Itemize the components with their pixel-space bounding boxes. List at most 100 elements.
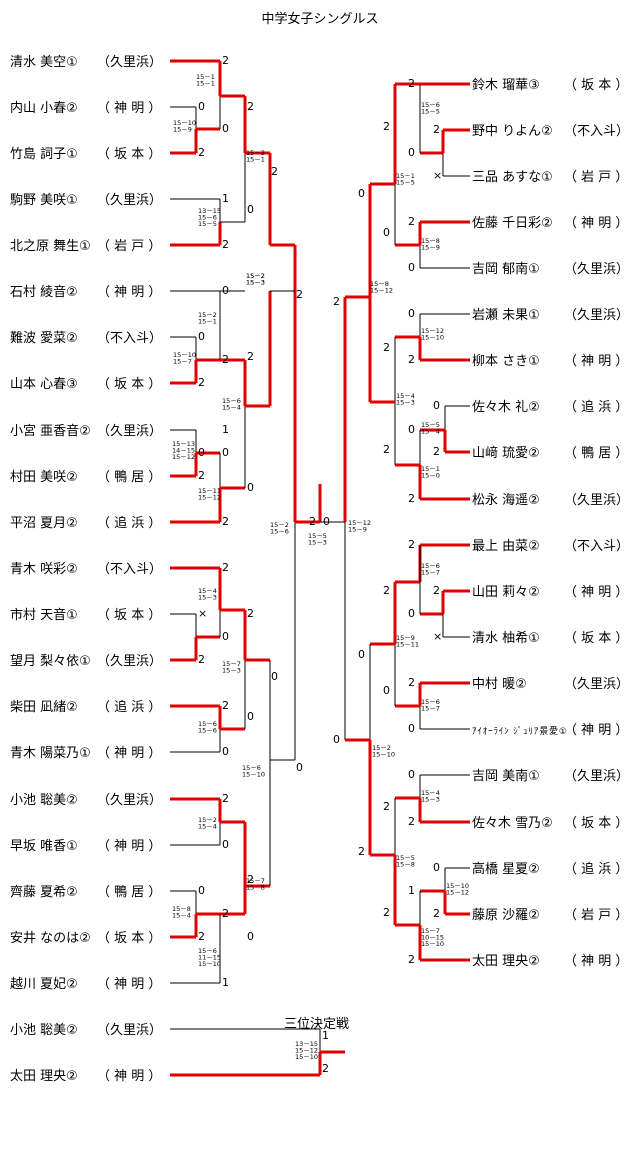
match-result: 0	[222, 122, 229, 135]
game-score: 15－5	[421, 108, 440, 116]
match-result: 0	[433, 399, 440, 412]
player-school: （ 坂 本 ）	[97, 931, 161, 946]
game-score: 15－10	[242, 771, 265, 779]
player-name: 佐々木 雪乃②	[472, 816, 553, 831]
game-score: 15－8	[421, 237, 440, 245]
game-score: 15－12	[446, 889, 469, 897]
player-name: 佐藤 千日彩②	[472, 216, 553, 231]
match-result: 2	[408, 77, 415, 90]
player-school: （久里浜）	[564, 262, 629, 277]
player-school: （久里浜）	[97, 1023, 162, 1038]
player-name: ｱｲｵｰﾗｲﾝ ｼﾞｭﾘｱ景愛①	[472, 725, 567, 737]
player-name: 内山 小春②	[10, 100, 78, 116]
player-name: 駒野 美咲①	[10, 192, 78, 208]
game-score: 15－12	[348, 519, 371, 527]
game-score: 15－6	[421, 562, 440, 570]
player-name: 小池 聡美②	[10, 793, 78, 808]
player-name: 村田 美咲②	[10, 469, 78, 485]
match-result: 1	[222, 192, 229, 205]
game-score: 15－1	[421, 465, 440, 473]
game-score: 15－9	[348, 526, 367, 534]
player-school: （ 岩 戸 ）	[564, 908, 628, 923]
game-score: 15－11	[198, 487, 221, 495]
game-score: 15－6	[242, 764, 261, 772]
player-name: 難波 愛菜②	[10, 331, 78, 346]
player-name: 松永 海遥②	[472, 493, 540, 508]
match-result: 0	[198, 446, 205, 459]
player-name: 岩瀬 未果①	[472, 308, 540, 323]
match-result: 2	[383, 120, 390, 133]
match-result: 0	[247, 481, 254, 494]
game-score: 15－8	[246, 884, 265, 892]
player-school: （ 岩 戸 ）	[564, 170, 628, 185]
match-result: 0	[408, 722, 415, 735]
game-score: 10－15	[421, 934, 444, 942]
player-school: （ 神 明 ）	[97, 839, 161, 854]
player-school: （久里浜）	[97, 654, 162, 669]
player-school: （ 岩 戸 ）	[97, 239, 161, 254]
player-name: 清水 柚希①	[472, 631, 540, 646]
match-result: 0	[323, 515, 330, 528]
match-result: 1	[322, 1029, 329, 1042]
match-result: 0	[222, 630, 229, 643]
player-name: 竹島 詞子①	[10, 147, 78, 162]
player-name: 吉岡 郁南①	[472, 261, 540, 277]
game-score: 15－1	[196, 80, 215, 88]
match-result: 2	[433, 907, 440, 920]
match-result: 0	[296, 761, 303, 774]
game-score: 15－10	[372, 751, 395, 759]
game-score: 15－3	[396, 399, 415, 407]
game-score: 15－10	[295, 1053, 318, 1061]
game-score: 15－10	[198, 960, 221, 968]
game-score: 15－2	[246, 272, 265, 280]
game-score: 15－9	[396, 634, 415, 642]
match-result: 2	[408, 538, 415, 551]
match-result: 0	[383, 684, 390, 697]
match-result: 2	[433, 445, 440, 458]
player-school: （ 神 明 ）	[97, 285, 161, 300]
game-score: 15－4	[421, 789, 440, 797]
player-school: （ 神 明 ）	[564, 585, 628, 600]
player-name: 北之原 舞生①	[10, 239, 91, 254]
game-score: 15－13	[172, 440, 195, 448]
game-score: 15－5	[421, 421, 440, 429]
game-score: 15－3	[421, 796, 440, 804]
player-name: 三品 あすな①	[472, 170, 553, 185]
game-score: 13－15	[295, 1040, 318, 1048]
game-score: 15－1	[396, 172, 415, 180]
match-result: 2	[247, 873, 254, 886]
match-result: 2	[198, 930, 205, 943]
game-score: 15－1	[196, 73, 215, 81]
game-score: 15－7	[173, 358, 192, 366]
game-score: 15－9	[421, 244, 440, 252]
game-score: 15－3	[246, 149, 265, 157]
match-result: 2	[383, 341, 390, 354]
match-result: 0	[247, 710, 254, 723]
match-result: 2	[383, 906, 390, 919]
player-school: （ 神 明 ）	[564, 354, 628, 369]
match-result: 2	[408, 815, 415, 828]
match-result: 0	[383, 226, 390, 239]
player-school: （久里浜）	[97, 55, 162, 70]
player-name: 高橋 星夏②	[472, 861, 540, 877]
game-score: 15－11	[396, 641, 419, 649]
game-score: 15－4	[222, 404, 241, 412]
player-name: 平沼 夏月②	[10, 516, 78, 531]
match-result: 1	[408, 884, 415, 897]
player-name: 石村 綾音②	[10, 284, 78, 300]
match-result: 0	[271, 670, 278, 683]
player-name: 藤原 沙羅②	[472, 908, 540, 923]
game-score: 15－12	[198, 494, 221, 502]
game-score: 15－2	[198, 311, 217, 319]
player-name: 山田 莉々②	[472, 585, 540, 600]
game-score: 15－7	[421, 927, 440, 935]
match-result: 0	[222, 284, 229, 297]
match-result: 0	[222, 838, 229, 851]
player-name: 望月 梨々依①	[10, 653, 91, 669]
player-school: （ 神 明 ）	[97, 977, 161, 992]
game-score: 13－15	[198, 207, 221, 215]
match-result: 2	[222, 353, 229, 366]
game-score: 15－5	[396, 854, 415, 862]
game-score: 15－7	[246, 877, 265, 885]
